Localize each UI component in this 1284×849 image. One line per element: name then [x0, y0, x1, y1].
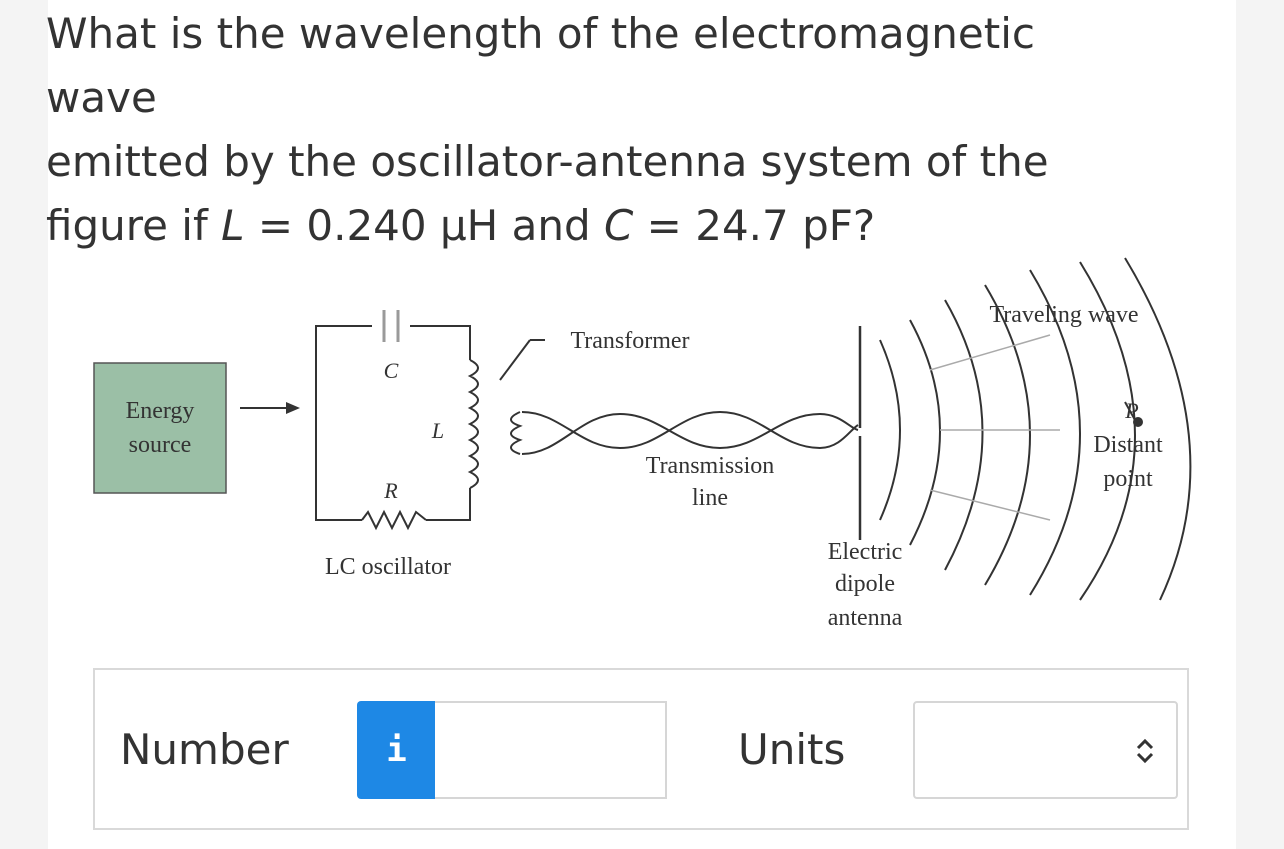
wavefront-6 [1079, 261, 1136, 601]
oscillator-label: LC oscillator [325, 554, 451, 580]
capacitor-label: C [384, 358, 399, 383]
antenna-label-2: dipole [835, 571, 895, 597]
point-label: P [1124, 398, 1138, 423]
energy-label-2: source [129, 432, 192, 458]
transformer-leader [499, 339, 531, 381]
transmission-label-2: line [692, 485, 728, 511]
distant-label-1: Distant [1093, 432, 1163, 458]
transmission-wire-b [521, 412, 859, 455]
value-L: = 0.240 μH and [244, 201, 604, 250]
oscillator-antenna-figure: Energy source C L R LC oscillator Transf… [93, 257, 1192, 631]
arrow-head-icon [286, 402, 300, 414]
question-line-3: figure if [46, 201, 222, 250]
info-icon: i [386, 730, 407, 770]
transformer-label: Transformer [570, 328, 689, 354]
point-leader [1124, 401, 1136, 421]
ray-upper [929, 334, 1051, 371]
question-line-2: emitted by the oscillator-antenna system… [46, 137, 1049, 186]
transmission-label-1: Transmission [646, 453, 774, 479]
distant-point-marker [1133, 417, 1143, 427]
number-label: Number [120, 725, 289, 774]
question-line-1: What is the wavelength of the electromag… [46, 9, 1035, 122]
transformer-coil [510, 411, 523, 455]
up-down-chevron-icon [1136, 738, 1154, 764]
energy-label-1: Energy [126, 398, 195, 424]
transmission-wire-a [521, 410, 859, 450]
antenna-label-3: antenna [828, 605, 903, 631]
distant-label-2: point [1103, 466, 1153, 492]
resistor-zigzag [361, 509, 427, 531]
wavefront-7 [1124, 257, 1192, 601]
info-button[interactable]: i [357, 701, 436, 799]
variable-L: L [221, 201, 245, 250]
wavefront-3 [944, 299, 984, 571]
wavefront-4 [984, 284, 1031, 586]
inductor-label: L [431, 418, 444, 443]
circuit-top-wire [410, 325, 471, 360]
wavefront-1 [879, 339, 901, 521]
resistor-label: R [383, 478, 398, 503]
inductor-coil [467, 359, 479, 489]
variable-C: C [604, 201, 634, 250]
antenna-label-1: Electric [828, 539, 903, 565]
units-select[interactable] [913, 701, 1178, 799]
units-label: Units [738, 725, 846, 774]
wavefront-2 [909, 319, 941, 546]
traveling-wave-label: Traveling wave [989, 302, 1138, 328]
number-input[interactable] [435, 701, 667, 799]
value-C: = 24.7 pF? [633, 201, 876, 250]
energy-source-box [93, 362, 227, 494]
circuit-right-wire [426, 488, 471, 521]
wavefront-5 [1029, 269, 1081, 596]
ray-lower [929, 489, 1051, 521]
circuit-left-wire [315, 325, 372, 521]
question-text: What is the wavelength of the electromag… [46, 2, 1156, 258]
